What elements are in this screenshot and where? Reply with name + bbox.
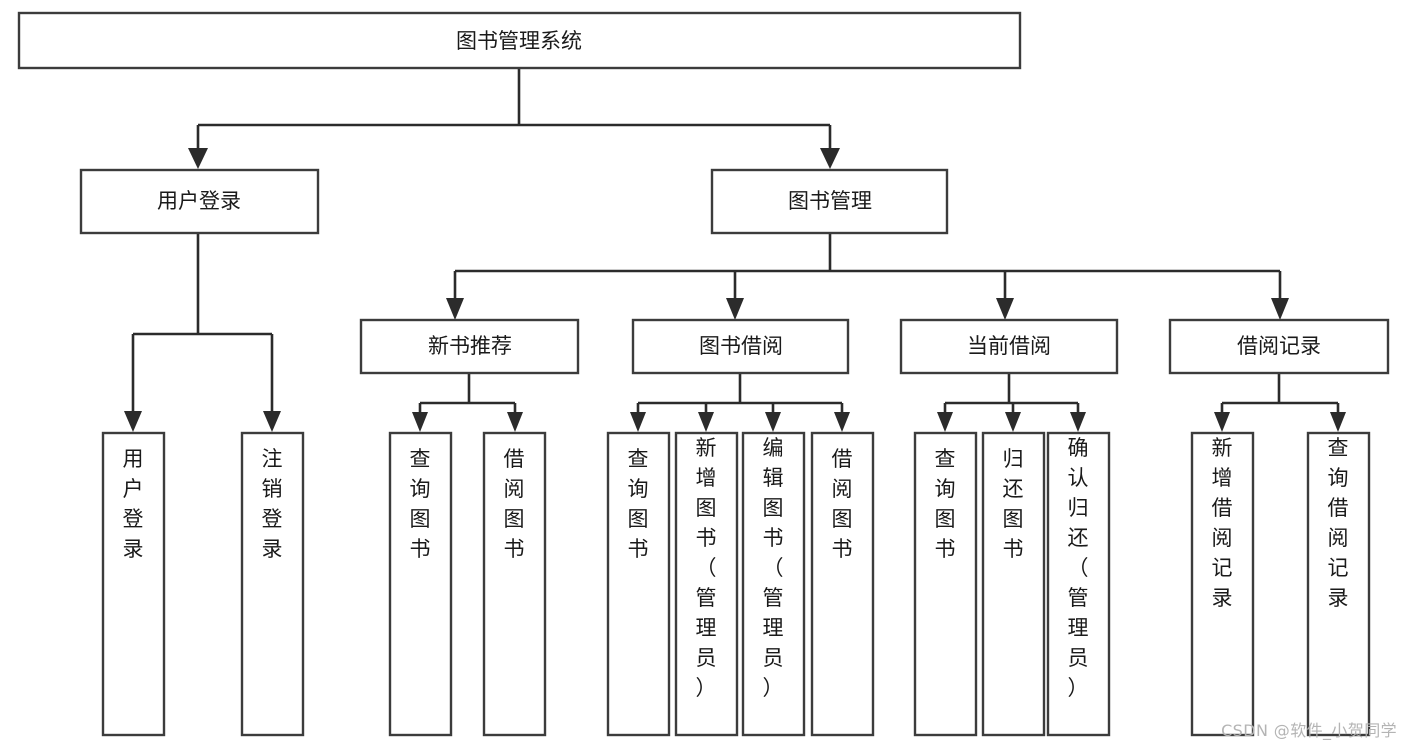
arrow-head-book-borrow — [726, 298, 744, 320]
leaf-query-book-bb-box[interactable] — [606, 431, 671, 737]
node-book-management-label: 图书管理 — [788, 189, 872, 213]
node-root-box[interactable] — [17, 11, 1022, 70]
leaf-query-book-bb[interactable]: 查询图书 — [606, 431, 671, 737]
leaf-add-borrow-record-label: 新增借阅记录 — [1212, 436, 1233, 610]
leaf-logout-login[interactable]: 注销登录 — [240, 431, 305, 737]
leaf-edit-book-box[interactable] — [741, 431, 806, 737]
leaf-confirm-return-label: 确认归还（管理员） — [1068, 436, 1089, 700]
leaf-query-borrow-record-label: 查询借阅记录 — [1328, 436, 1349, 610]
leaf-borrow-book-nb-label: 借阅图书 — [504, 447, 525, 561]
leaf-borrow-book-bb-label: 借阅图书 — [832, 447, 853, 561]
arrow-head-leaf-return-book — [1005, 412, 1021, 432]
node-new-book-recommend-label: 新书推荐 — [428, 334, 512, 358]
connector-group-borrow-record-leaves — [1214, 373, 1346, 432]
arrow-head-leaf-query-book-3 — [937, 412, 953, 432]
arrow-head-leaf-add-record — [1214, 412, 1230, 432]
leaf-return-book-label: 归还图书 — [1003, 447, 1024, 561]
arrow-head-leaf-logout — [263, 411, 281, 432]
arrow-head-book-mgmt — [820, 148, 840, 169]
arrow-head-current-borrow — [996, 298, 1014, 320]
node-root-label: 图书管理系统 — [456, 29, 582, 53]
leaf-add-book-box[interactable] — [674, 431, 739, 737]
leaf-query-borrow-record[interactable]: 查询借阅记录 — [1306, 431, 1371, 737]
leaf-borrow-book-nb[interactable]: 借阅图书 — [482, 431, 547, 737]
arrow-head-leaf-borrow-book-1 — [507, 412, 523, 432]
leaf-query-book-cb-box[interactable] — [913, 431, 978, 737]
leaf-query-book-nb-label: 查询图书 — [410, 447, 431, 561]
node-current-borrow-box[interactable] — [899, 318, 1119, 375]
node-borrow-record[interactable]: 借阅记录 — [1168, 318, 1390, 375]
node-book-management[interactable]: 图书管理 — [710, 168, 949, 235]
node-user-login[interactable]: 用户登录 — [79, 168, 320, 235]
arrow-head-leaf-query-book-2 — [630, 412, 646, 432]
leaf-edit-book-label: 编辑图书（管理员） — [763, 436, 784, 700]
leaf-query-book-nb-box[interactable] — [388, 431, 453, 737]
leaf-confirm-return-box[interactable] — [1046, 431, 1111, 737]
arrow-head-leaf-user-login — [124, 411, 142, 432]
connector-group-user-login — [124, 233, 281, 432]
node-new-book-recommend[interactable]: 新书推荐 — [359, 318, 580, 375]
node-borrow-record-label: 借阅记录 — [1237, 334, 1321, 358]
node-new-book-recommend-box[interactable] — [359, 318, 580, 375]
connector-group-current-borrow-leaves — [937, 373, 1086, 432]
leaf-add-borrow-record-box[interactable] — [1190, 431, 1255, 737]
arrow-head-borrow-record — [1271, 298, 1289, 320]
node-book-borrow-label: 图书借阅 — [699, 334, 783, 358]
node-current-borrow-label: 当前借阅 — [967, 334, 1051, 358]
leaf-user-login[interactable]: 用户登录 — [101, 431, 166, 737]
leaf-query-book-nb[interactable]: 查询图书 — [388, 431, 453, 737]
leaf-add-borrow-record[interactable]: 新增借阅记录 — [1190, 431, 1255, 737]
leaf-borrow-book-bb[interactable]: 借阅图书 — [810, 431, 875, 737]
leaf-query-book-bb-label: 查询图书 — [628, 447, 649, 561]
leaf-query-book-cb-label: 查询图书 — [935, 447, 956, 561]
arrow-head-leaf-edit-book — [765, 412, 781, 432]
leaf-logout-login-label: 注销登录 — [262, 447, 283, 561]
node-book-management-box[interactable] — [710, 168, 949, 235]
leaf-query-book-cb[interactable]: 查询图书 — [913, 431, 978, 737]
leaf-edit-book[interactable]: 编辑图书（管理员） — [741, 431, 806, 737]
arrow-head-leaf-query-record — [1330, 412, 1346, 432]
node-user-login-label: 用户登录 — [157, 189, 241, 213]
node-book-borrow[interactable]: 图书借阅 — [631, 318, 850, 375]
node-current-borrow[interactable]: 当前借阅 — [899, 318, 1119, 375]
node-book-borrow-box[interactable] — [631, 318, 850, 375]
node-user-login-box[interactable] — [79, 168, 320, 235]
leaf-return-book-box[interactable] — [981, 431, 1046, 737]
leaf-query-borrow-record-box[interactable] — [1306, 431, 1371, 737]
leaf-add-book[interactable]: 新增图书（管理员） — [674, 431, 739, 737]
arrow-head-leaf-borrow-book-2 — [834, 412, 850, 432]
leaf-logout-login-box[interactable] — [240, 431, 305, 737]
arrow-head-leaf-add-book — [698, 412, 714, 432]
leaf-borrow-book-nb-box[interactable] — [482, 431, 547, 737]
arrow-head-user-login — [188, 148, 208, 169]
leaf-user-login-box[interactable] — [101, 431, 166, 737]
node-borrow-record-box[interactable] — [1168, 318, 1390, 375]
leaf-user-login-label: 用户登录 — [123, 447, 144, 561]
leaf-add-book-label: 新增图书（管理员） — [696, 436, 717, 700]
leaf-return-book[interactable]: 归还图书 — [981, 431, 1046, 737]
arrow-head-leaf-confirm-return — [1070, 412, 1086, 432]
connector-group-book-mgmt — [446, 233, 1289, 320]
arrow-head-new-book-recommend — [446, 298, 464, 320]
connector-group-book-borrow-leaves — [630, 373, 850, 432]
leaf-confirm-return[interactable]: 确认归还（管理员） — [1046, 431, 1111, 737]
leaf-borrow-book-bb-box[interactable] — [810, 431, 875, 737]
connector-group-root — [188, 68, 840, 169]
arrow-head-leaf-query-book-1 — [412, 412, 428, 432]
node-root-system[interactable]: 图书管理系统 — [17, 11, 1022, 70]
connector-group-new-book — [412, 373, 523, 432]
